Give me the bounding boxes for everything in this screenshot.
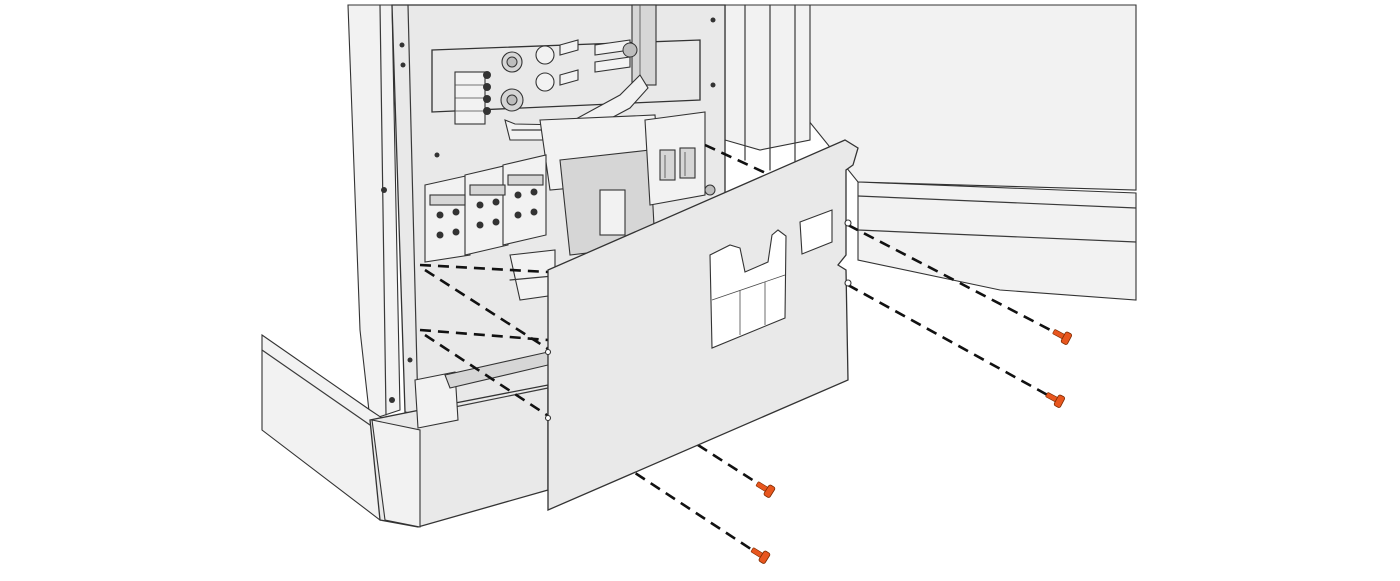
screw-bottom-left-upper: [755, 481, 776, 498]
screw-right-upper: [1052, 329, 1073, 345]
internal-components: [509, 111, 716, 301]
background-cabinet: [724, 4, 1137, 301]
screw-right-lower: [1045, 392, 1066, 408]
terminal-blocks: [424, 154, 547, 263]
cabinet-base: [261, 333, 549, 528]
cover-plate: [544, 139, 859, 511]
screw-bottom-left-lower: [750, 547, 771, 564]
screw-group: [750, 329, 1073, 564]
